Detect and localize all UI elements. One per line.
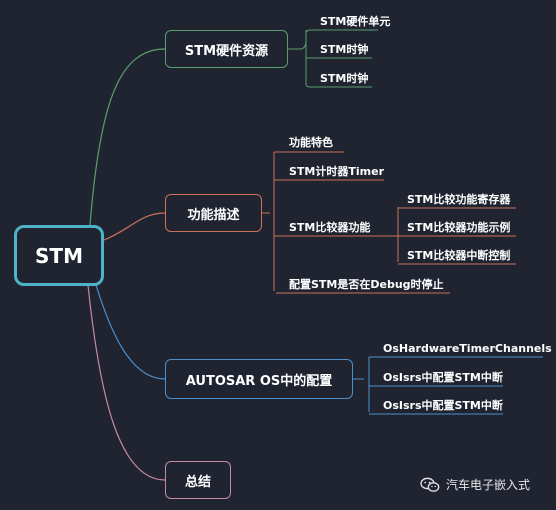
leaf-debug-stop-config[interactable]: 配置STM是否在Debug时停止 [289,278,444,291]
links-function [262,151,516,294]
watermark: 汽车电子嵌入式 [420,476,530,493]
link-root-hardware [89,48,166,226]
links-autosar [353,356,543,415]
leaf-stm-clock-1[interactable]: STM时钟 [320,43,369,56]
leaf-osisrs-stm-interrupt-1[interactable]: OsIsrs中配置STM中断 [383,371,503,384]
leaf-os-hardware-timer-channels[interactable]: OsHardwareTimerChannels [383,342,552,355]
wechat-icon [420,477,440,492]
branch-label: 总结 [184,474,211,490]
leaf-comparator-interrupt[interactable]: STM比较器中断控制 [407,249,511,262]
branch-function-description[interactable]: 功能描述 [165,194,262,232]
leaf-feature[interactable]: 功能特色 [289,136,333,149]
link-root-summary [87,284,166,481]
leaf-stm-timer[interactable]: STM计时器Timer [289,165,384,178]
branch-summary[interactable]: 总结 [165,461,231,499]
root-label: STM [35,243,83,268]
leaf-comparator-example[interactable]: STM比较器功能示例 [407,221,511,234]
link-root-autosar [95,284,166,380]
branch-label: STM硬件资源 [184,43,269,59]
branch-label: 功能描述 [187,207,240,223]
leaf-stm-comparator[interactable]: STM比较器功能 [289,221,371,234]
links-hardware [288,29,378,88]
branch-autosar-config[interactable]: AUTOSAR OS中的配置 [165,359,353,399]
leaf-stm-hardware-unit[interactable]: STM硬件单元 [320,15,391,28]
leaf-comparator-register[interactable]: STM比较功能寄存器 [407,193,511,206]
root-node[interactable]: STM [14,225,104,286]
branch-label: AUTOSAR OS中的配置 [185,373,333,389]
leaf-stm-clock-2[interactable]: STM时钟 [320,72,369,85]
watermark-text: 汽车电子嵌入式 [446,478,531,492]
branch-hardware-resources[interactable]: STM硬件资源 [165,30,288,68]
leaf-osisrs-stm-interrupt-2[interactable]: OsIsrs中配置STM中断 [383,399,503,412]
link-root-function [103,212,166,241]
